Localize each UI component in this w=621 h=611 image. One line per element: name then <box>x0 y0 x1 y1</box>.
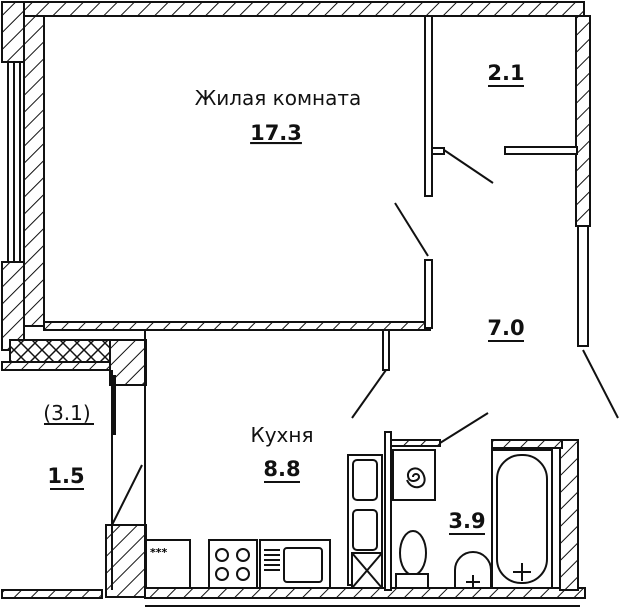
fridge <box>145 539 191 589</box>
bathtub-drain <box>513 563 531 581</box>
balcony-top-wall <box>1 361 111 371</box>
shaft-cross <box>351 552 383 589</box>
bathroom-top-right-wall <box>491 439 563 449</box>
washbasin <box>454 551 492 589</box>
balcony-parapet <box>9 339 111 363</box>
room-balcony: (3.1) 1.5 <box>43 401 90 488</box>
top-wall <box>23 1 585 17</box>
appliance-top <box>352 459 378 501</box>
left-wall-top <box>1 1 25 63</box>
bathtub-inner <box>496 454 548 584</box>
appliance-bottom <box>352 509 378 551</box>
toilet-tank <box>395 573 429 589</box>
closet-door <box>443 149 494 184</box>
burner <box>236 567 250 581</box>
room-living: Жилая комната 17.3 <box>195 86 362 145</box>
room-area: 8.8 <box>263 457 300 481</box>
room-name: Жилая комната <box>195 86 362 110</box>
fridge-mark: *** <box>150 546 168 559</box>
bathroom-top-wall <box>387 439 441 447</box>
balcony-door-frame <box>113 375 116 435</box>
boiler-spiral-icon <box>406 467 426 489</box>
room-area: 3.9 <box>448 509 485 533</box>
burner <box>215 567 229 581</box>
living-bottom-wall <box>43 321 431 331</box>
kitchen-partition <box>382 329 390 371</box>
bathroom-door <box>439 412 489 444</box>
room-area: 2.1 <box>487 61 524 85</box>
room-hall: 7.0 <box>487 316 524 340</box>
room-bathroom: 3.9 <box>448 509 485 533</box>
room-closet: 2.1 <box>487 61 524 85</box>
burner <box>236 548 250 562</box>
right-wall-door-frame <box>577 225 589 347</box>
living-hall-partition-top <box>424 15 433 197</box>
room-area: 17.3 <box>250 121 302 145</box>
closet-wall-right <box>504 146 578 155</box>
drainboard <box>264 549 280 571</box>
burner <box>215 548 229 562</box>
bathroom-fixtures <box>392 449 553 589</box>
room-area-secondary: (3.1) <box>43 401 90 425</box>
bottom-wall <box>144 587 586 599</box>
toilet <box>399 530 427 576</box>
kitchen-door <box>351 369 387 419</box>
closet-wall-left <box>431 147 445 155</box>
washbasin-drain <box>466 575 480 588</box>
balcony-bottom-wall <box>1 589 103 599</box>
room-area: 7.0 <box>487 316 524 340</box>
balcony-door <box>111 464 143 526</box>
stove <box>208 539 258 589</box>
area-underlines <box>44 85 524 535</box>
room-area: 1.5 <box>47 464 84 488</box>
living-door <box>394 202 429 257</box>
sink-basin <box>283 547 323 583</box>
right-wall <box>575 15 591 227</box>
room-kitchen: Кухня 8.8 <box>251 423 314 481</box>
left-inner-wall <box>23 15 45 327</box>
left-wall-bottom <box>1 261 25 351</box>
room-name: Кухня <box>251 423 314 447</box>
walls <box>1 1 591 607</box>
kitchen-furniture: *** <box>145 454 383 589</box>
entrance-door <box>582 349 619 419</box>
bath-right-wall <box>559 439 579 591</box>
living-hall-partition-bottom <box>424 259 433 329</box>
bathroom-left-wall <box>384 431 392 591</box>
